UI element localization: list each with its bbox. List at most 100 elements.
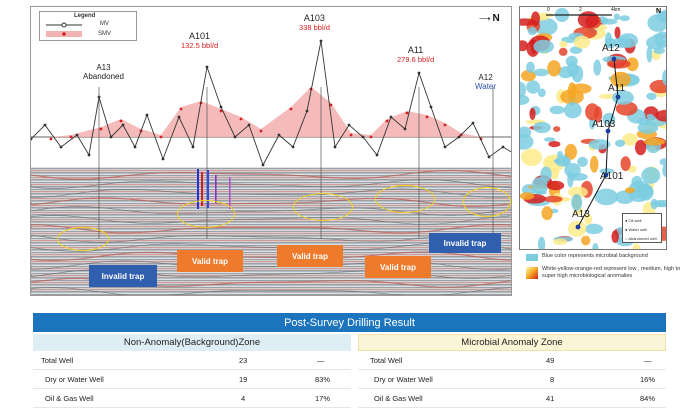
anomaly-blob [520, 192, 535, 200]
anomaly-blob [628, 180, 651, 199]
trap-ellipse-4 [375, 185, 435, 213]
legend-swatches [46, 22, 82, 37]
anomaly-blob [584, 213, 593, 225]
mv-point [31, 137, 33, 141]
anomaly-blob [537, 88, 546, 97]
anomaly-blob [543, 137, 556, 142]
anomaly-blob [544, 195, 563, 203]
anomaly-blob [634, 139, 647, 156]
anomaly-blob [531, 11, 540, 27]
mv-point [429, 105, 433, 109]
smv-point [259, 129, 263, 133]
smv-point [119, 119, 123, 123]
mv-point [389, 115, 393, 119]
anomaly-blob [555, 155, 571, 167]
anomaly-blob [571, 65, 584, 83]
anomaly-blob [559, 40, 568, 48]
smv-point [179, 107, 183, 111]
anomaly-blob [520, 69, 536, 82]
smv-point [329, 103, 333, 107]
map-label-a103: A103 [592, 119, 616, 130]
anomaly-blob [600, 18, 618, 25]
anomaly-blob [549, 105, 565, 115]
mv-point [457, 135, 461, 139]
callout-invalid-trap-2: Invalid trap [429, 233, 501, 253]
mv-point [121, 123, 125, 127]
anomaly-blob [632, 243, 641, 249]
seismic-reflector [31, 169, 511, 180]
legend-mv: MV [100, 21, 109, 27]
anomaly-blob [571, 194, 583, 211]
anomaly-blob [529, 107, 536, 120]
anomaly-blob [588, 139, 611, 150]
anomaly-map-canvas [520, 7, 666, 249]
anomaly-blob [534, 190, 547, 195]
mv-point [403, 127, 407, 131]
anomaly-blob [620, 156, 631, 172]
callout-invalid-trap-1: Invalid trap [89, 265, 157, 287]
well-log-a101 [197, 169, 231, 209]
anomaly-blob [614, 26, 621, 39]
anomaly-blob [599, 168, 615, 174]
anomaly-blob [646, 46, 653, 63]
anomaly-blob [533, 39, 554, 54]
seismic-reflector [31, 287, 511, 295]
mv-point [501, 145, 505, 149]
anomaly-blob [615, 139, 626, 147]
map-well-dot [603, 172, 609, 178]
anomaly-blob [656, 11, 666, 23]
anomaly-blob [547, 60, 561, 77]
right-zone-header: Microbial Anomaly Zone [358, 334, 666, 351]
mv-point [305, 109, 309, 113]
anomaly-blob [653, 47, 665, 54]
anomaly-blob [527, 27, 537, 36]
mv-point [43, 123, 47, 127]
mv-point [487, 155, 491, 159]
anomaly-blob [659, 158, 666, 166]
map-well-dot [575, 224, 581, 230]
seismic-reflector [31, 215, 511, 225]
seismic-reflector [31, 179, 511, 189]
mv-point [205, 65, 209, 69]
mv-point [277, 133, 281, 137]
map-north: N [656, 8, 662, 15]
mv-point [347, 123, 351, 127]
anomaly-blob [662, 70, 666, 85]
anomaly-blob [521, 148, 543, 166]
smv-point [405, 111, 409, 115]
anomaly-blob [534, 18, 558, 36]
anomaly-blob [567, 186, 588, 198]
anomaly-blob [604, 32, 613, 48]
mv-point [333, 145, 337, 149]
map-well-dot [605, 128, 611, 134]
anomaly-blob [593, 59, 602, 76]
anomaly-blob [613, 13, 621, 21]
mv-point [417, 71, 421, 75]
anomaly-blob [526, 61, 535, 73]
anomaly-blob [577, 11, 600, 29]
anomaly-blob [628, 165, 637, 173]
trap-ellipse-3 [293, 193, 353, 221]
anomaly-blob [584, 223, 603, 235]
anomaly-blob [585, 103, 600, 121]
mv-point [361, 135, 365, 139]
anomaly-blob [520, 94, 530, 105]
anomaly-blob [546, 157, 555, 166]
anomaly-blob [563, 102, 582, 119]
anomaly-blob [592, 243, 599, 249]
left-zone-header: Non-Anomaly(Background)Zone [33, 334, 351, 351]
mv-point [443, 145, 447, 149]
mv-point [219, 105, 223, 109]
anomaly-blob [643, 137, 665, 146]
callout-valid-trap-2: Valid trap [277, 245, 343, 267]
mv-point [375, 153, 379, 157]
anomaly-blob [553, 238, 568, 245]
mv-point [247, 123, 251, 127]
map-label-a13: A13 [572, 209, 590, 220]
anomaly-blob [546, 180, 565, 191]
mv-point [133, 145, 137, 149]
